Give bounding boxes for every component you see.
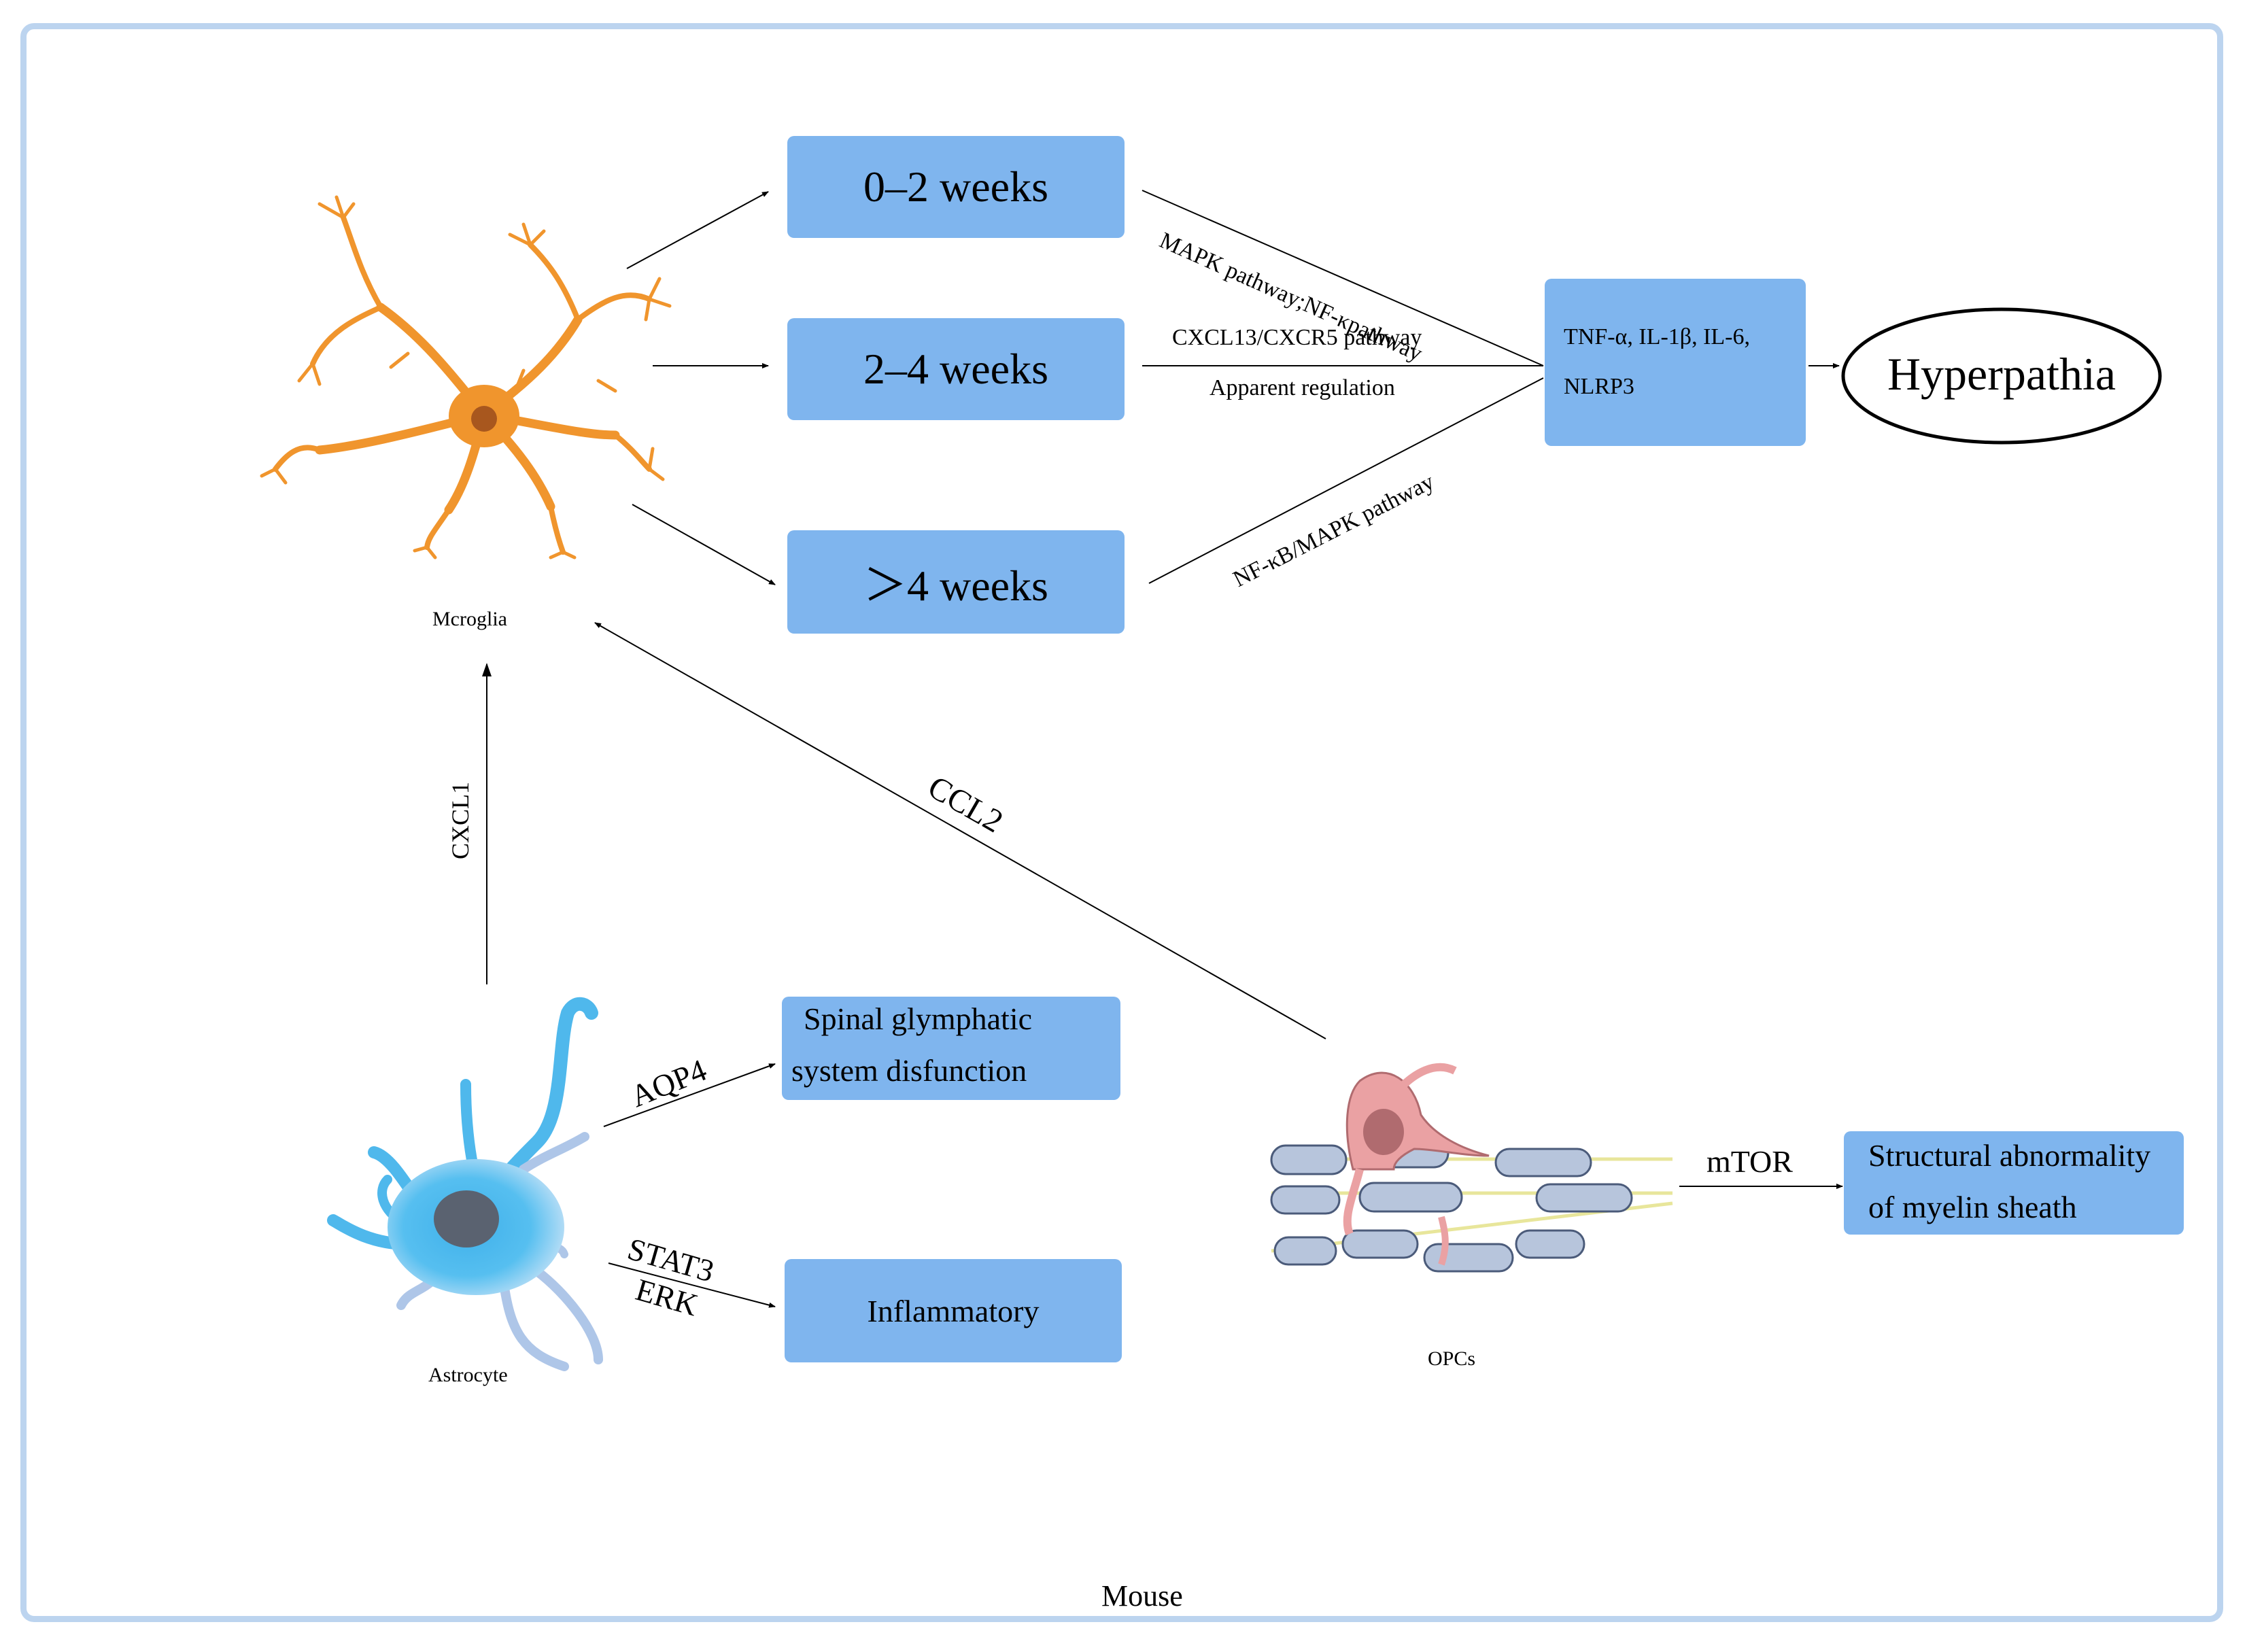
arrow-ccl2 bbox=[594, 622, 1326, 1039]
box-myelin-line1: Structural abnormality bbox=[1868, 1138, 2151, 1173]
box-glymphatic: Spinal glymphatic system disfunction bbox=[782, 997, 1120, 1100]
figure-caption: Mouse bbox=[1101, 1579, 1183, 1613]
line-gt4-to-cytokines bbox=[1148, 377, 1544, 584]
box-glymphatic-line2: system disfunction bbox=[791, 1053, 1027, 1088]
label-astrocyte: Astrocyte bbox=[428, 1364, 508, 1386]
label-microglia: Mcroglia bbox=[432, 608, 507, 630]
label-apparent-regulation: Apparent regulation bbox=[1210, 375, 1395, 400]
box-cytokines-line2: NLRP3 bbox=[1564, 373, 1634, 399]
opcs-icon bbox=[1270, 1063, 1673, 1273]
astrocyte-nucleus bbox=[434, 1190, 499, 1247]
box-2-4-weeks-label: 2–4 weeks bbox=[863, 345, 1048, 393]
microglia-nucleus bbox=[471, 406, 497, 432]
line-0-2-to-cytokines bbox=[1142, 190, 1544, 366]
label-cxcl1: CXCL1 bbox=[447, 781, 474, 859]
box-0-2-weeks-label: 0–2 weeks bbox=[863, 162, 1048, 211]
box-inflammatory: Inflammatory bbox=[785, 1259, 1122, 1362]
box-2-4-weeks: 2–4 weeks bbox=[787, 318, 1125, 420]
arrow-microglia-gt4 bbox=[632, 504, 776, 585]
arrow-aqp4 bbox=[603, 1063, 776, 1127]
label-cxcl13: CXCL13/CXCR5 pathway bbox=[1172, 325, 1422, 350]
arrow-microglia-0-2 bbox=[626, 191, 769, 269]
box-glymphatic-line1: Spinal glymphatic bbox=[804, 1001, 1033, 1036]
box-gt4-weeks: ＞4 weeks bbox=[787, 530, 1125, 634]
label-mtor: mTOR bbox=[1706, 1144, 1793, 1179]
hyperpathia-label: Hyperpathia bbox=[1887, 348, 2116, 400]
microglia-icon bbox=[260, 195, 672, 560]
box-inflammatory-label: Inflammatory bbox=[867, 1293, 1040, 1328]
box-myelin: Structural abnormality of myelin sheath bbox=[1844, 1131, 2184, 1235]
box-myelin-line2: of myelin sheath bbox=[1868, 1190, 2077, 1224]
opc-nucleus bbox=[1363, 1109, 1404, 1155]
hyperpathia-node bbox=[1841, 307, 2162, 445]
arrow-stat3-erk bbox=[608, 1262, 776, 1308]
arrows bbox=[482, 190, 1843, 1308]
astrocyte-icon bbox=[327, 997, 603, 1371]
box-0-2-weeks: 0–2 weeks bbox=[787, 136, 1125, 238]
box-cytokines: TNF-α, IL-1β, IL-6, NLRP3 bbox=[1545, 279, 1806, 446]
figure-frame bbox=[20, 23, 2223, 1622]
label-opcs: OPCs bbox=[1428, 1347, 1476, 1370]
box-gt4-weeks-label: ＞4 weeks bbox=[863, 562, 1048, 610]
box-cytokines-line1: TNF-α, IL-1β, IL-6, bbox=[1564, 324, 1750, 349]
